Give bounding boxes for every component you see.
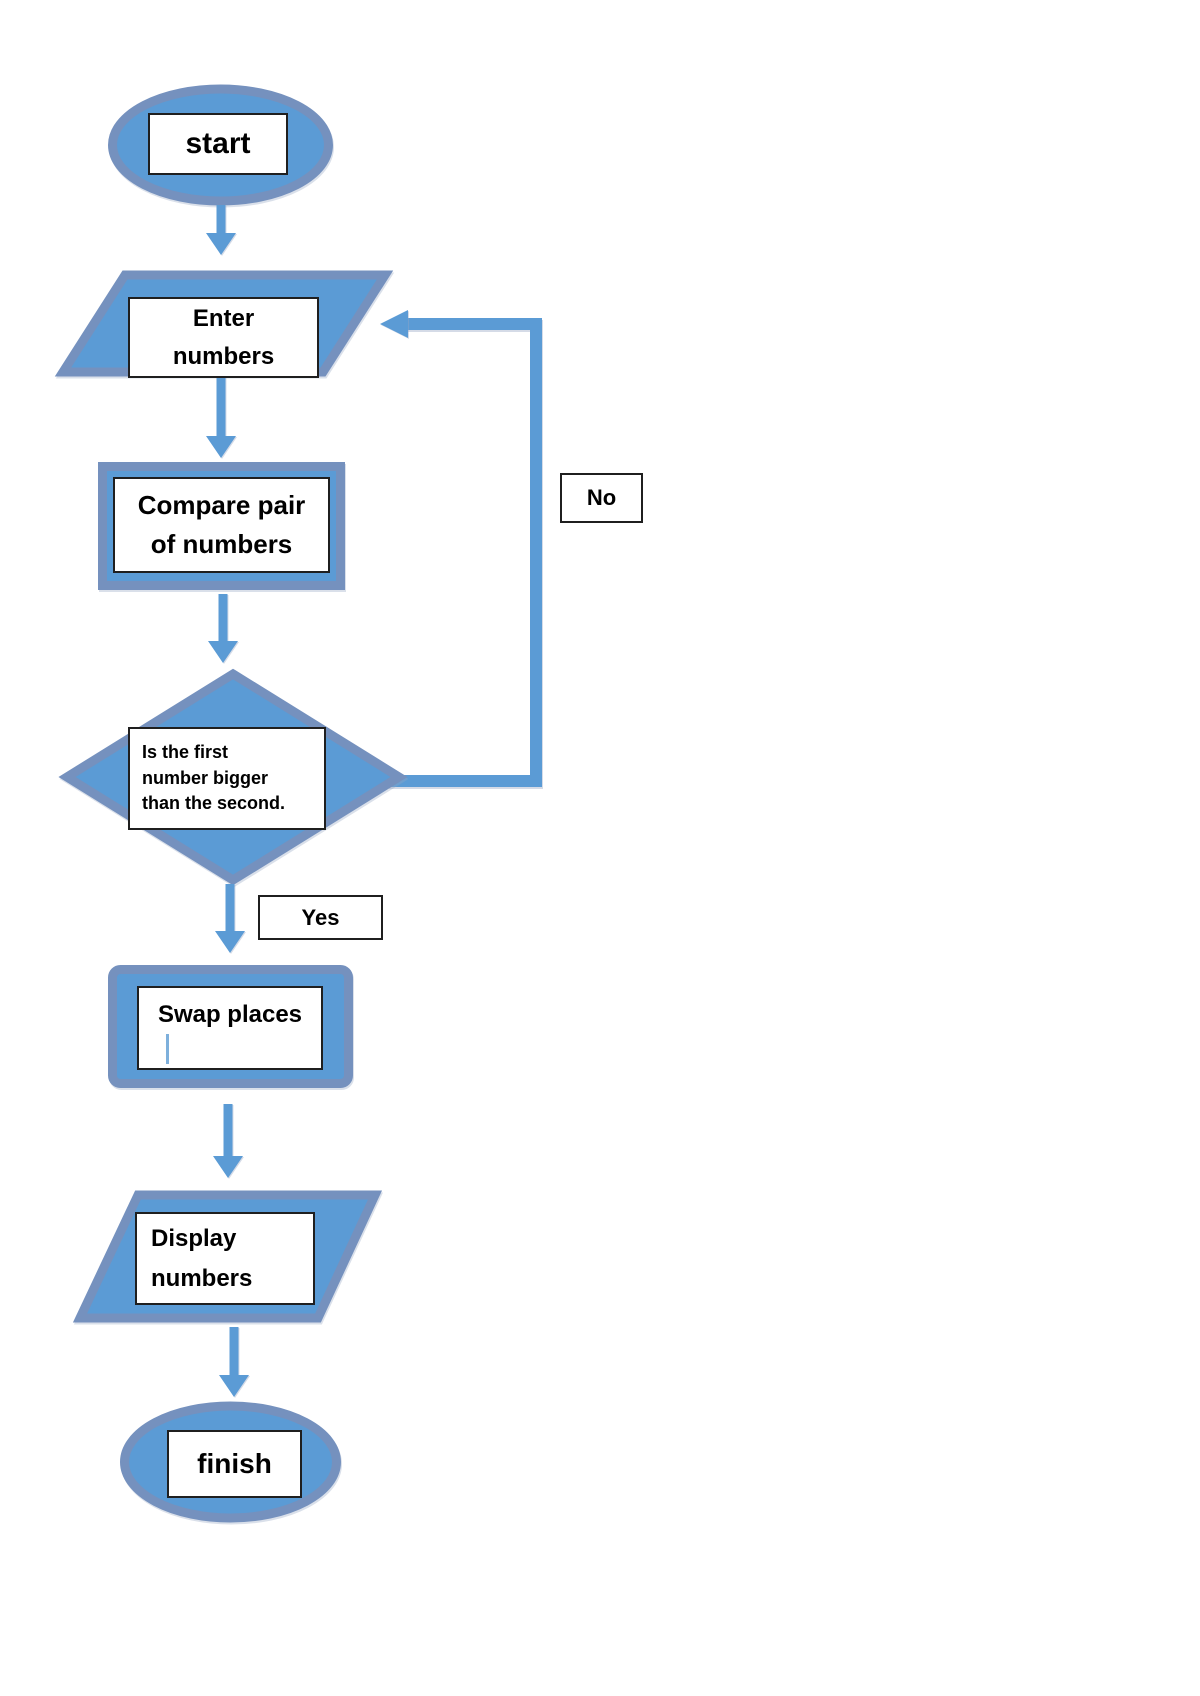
- enter-numbers-line1: Enter: [192, 305, 255, 333]
- yes-branch-label: Yes: [258, 895, 383, 940]
- display-numbers-line2: numbers: [151, 1264, 253, 1292]
- no-branch-text: No: [586, 485, 617, 511]
- arrow-compare-to-decision-icon: [208, 594, 238, 663]
- decision-line2: number bigger: [142, 767, 269, 788]
- no-loop-arrowhead-icon: [380, 310, 408, 338]
- display-numbers-line1: Display: [151, 1224, 237, 1252]
- swap-places-label[interactable]: Swap places: [137, 986, 323, 1070]
- start-label: start: [148, 113, 288, 175]
- decision-line3: than the second.: [142, 793, 286, 814]
- enter-numbers-line2: numbers: [172, 342, 275, 370]
- no-branch-label: No: [560, 473, 643, 523]
- arrow-display-to-finish-icon: [219, 1327, 249, 1397]
- arrow-enter-to-compare-icon: [206, 374, 236, 458]
- connector-no-loop: [380, 310, 542, 787]
- compare-label: Compare pair of numbers: [113, 477, 330, 573]
- arrow-decision-to-swap-icon: [215, 884, 245, 953]
- arrow-start-to-enter-icon: [206, 205, 236, 255]
- text-cursor-caret: [166, 1034, 169, 1064]
- finish-label: finish: [167, 1430, 302, 1498]
- no-loop-line: [388, 318, 542, 787]
- decision-label: Is the first number bigger than the seco…: [128, 727, 326, 830]
- enter-numbers-label: Enter numbers: [128, 297, 319, 378]
- start-label-text: start: [185, 127, 251, 161]
- compare-line1: Compare pair: [137, 490, 306, 520]
- compare-line2: of numbers: [150, 529, 293, 559]
- yes-branch-text: Yes: [301, 904, 340, 930]
- arrow-swap-to-display-icon: [213, 1104, 243, 1178]
- swap-places-text: Swap places: [157, 1001, 303, 1028]
- finish-label-text: finish: [197, 1447, 272, 1479]
- display-numbers-label: Display numbers: [135, 1212, 315, 1305]
- decision-line1: Is the first: [142, 742, 229, 763]
